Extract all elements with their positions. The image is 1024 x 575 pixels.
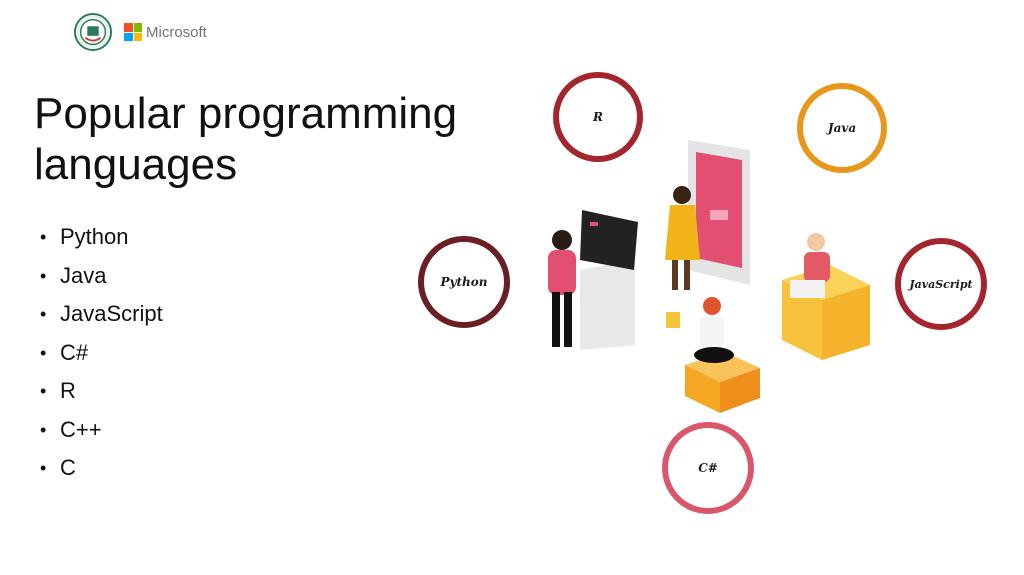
microsoft-wordmark: Microsoft: [146, 23, 207, 41]
cbse-seal-logo: [74, 13, 112, 51]
kiosk-shape: [580, 210, 638, 350]
list-item: •C#: [40, 339, 89, 365]
person-kiosk: [548, 230, 576, 347]
bubble-javascript: JavaScript: [895, 238, 987, 330]
person-standing: [665, 186, 700, 290]
developers-illustration: [548, 140, 870, 413]
microsoft-grid-icon: [124, 23, 142, 41]
language-list: •Python •Java •JavaScript •C# •R •C++ •C: [40, 222, 163, 492]
phone-screen-shape: [688, 140, 750, 285]
list-item: •Python: [40, 224, 129, 249]
microsoft-logo: Microsoft: [124, 23, 207, 41]
header-logos: Microsoft: [74, 12, 207, 52]
bubble-r: R: [553, 72, 643, 162]
list-item: •C: [40, 455, 76, 480]
yellow-cube: [782, 233, 870, 360]
bubble-python: Python: [418, 236, 510, 328]
list-item: •R: [40, 378, 76, 403]
orange-cube: [666, 297, 760, 413]
list-item: •JavaScript: [40, 301, 163, 326]
slide-title: Popular programming languages: [34, 89, 458, 189]
list-item: •Java: [40, 262, 107, 288]
bubble-java: Java: [797, 83, 887, 173]
bubble-csharp: C#: [662, 422, 754, 514]
list-item: •C++: [40, 416, 102, 442]
